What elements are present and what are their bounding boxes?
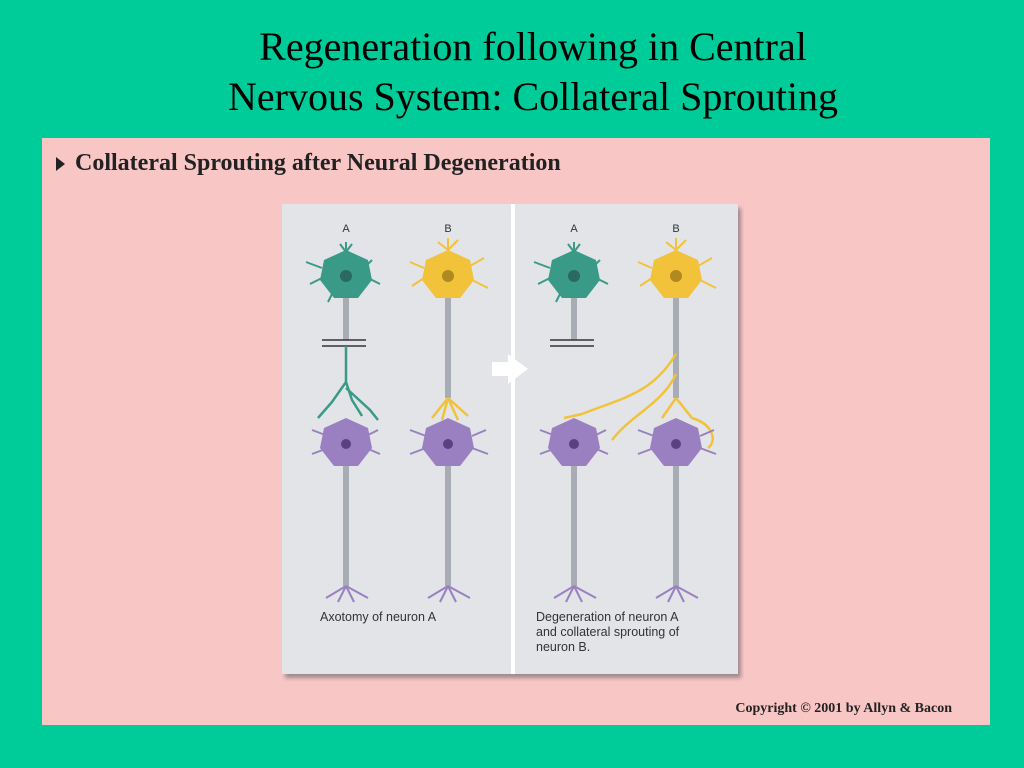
copyright-text: Copyright © 2001 by Allyn & Bacon — [735, 701, 952, 716]
left-postsynaptic-2 — [409, 418, 489, 603]
transition-arrow-icon — [492, 354, 528, 384]
slide-title: Regeneration following in Central Nervou… — [0, 22, 1024, 122]
right-label-a: A — [570, 223, 578, 235]
right-label-b: B — [672, 223, 679, 235]
right-postsynaptic-1 — [539, 418, 609, 603]
figure-panel: Collateral Sprouting after Neural Degene… — [42, 138, 990, 725]
neuron-diagram-svg: A B — [282, 204, 738, 674]
left-neuron-a — [305, 242, 381, 421]
neuron-diagram: A B — [282, 204, 744, 682]
left-postsynaptic-1 — [311, 418, 381, 603]
right-panel-caption: Degeneration of neuron A and collateral … — [536, 610, 680, 654]
left-label-b: B — [444, 223, 451, 235]
bullet-triangle-icon — [56, 156, 65, 171]
left-label-a: A — [342, 223, 350, 235]
left-panel-caption: Axotomy of neuron A — [320, 610, 437, 624]
slide-title-line-1: Regeneration following in Central — [259, 24, 807, 69]
figure-heading-text: Collateral Sprouting after Neural Degene… — [75, 150, 561, 176]
figure-heading: Collateral Sprouting after Neural Degene… — [56, 150, 561, 177]
right-postsynaptic-2 — [637, 418, 717, 603]
left-neuron-b — [409, 238, 489, 421]
right-neuron-a — [533, 242, 609, 347]
slide-title-line-2: Nervous System: Collateral Sprouting — [228, 74, 838, 119]
right-neuron-b — [563, 238, 717, 449]
